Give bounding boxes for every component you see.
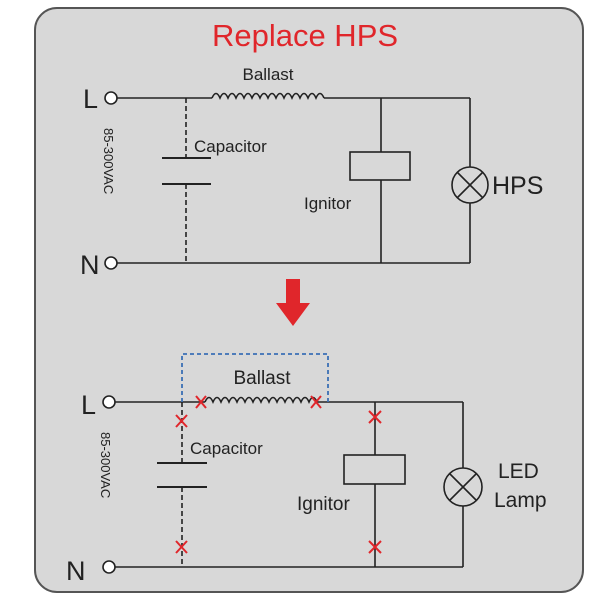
ballast-bypass-wire [181,353,329,402]
ballast-coil-top [211,92,325,100]
ignitor-box-top [349,151,411,181]
capacitor-label-bottom: Capacitor [190,439,263,458]
led-lamp-cross-2 [449,473,477,501]
x-mark-icon [310,395,322,409]
terminal-l-top [104,91,118,105]
terminal-l-bottom [102,395,116,409]
x-mark-group [175,395,382,554]
ignitor-label-top: Ignitor [304,194,352,213]
x-mark-icon [175,540,188,554]
terminal-n-bottom [102,560,116,574]
x-mark-icon [175,414,188,428]
top-circuit [104,91,489,270]
terminal-n-top [104,256,118,270]
terminal-n-top-label: N [80,250,100,280]
hps-lamp-cross-2 [456,171,484,199]
ballast-label-top: Ballast [242,65,293,84]
ignitor-label-bottom: Ignitor [297,494,350,515]
terminal-l-top-label: L [83,84,98,114]
diagram-title: Replace HPS [212,18,398,53]
ballast-label-bottom: Ballast [233,368,291,389]
capacitor-label-top: Capacitor [194,137,267,156]
ballast-coil-bottom [204,396,318,404]
x-mark-icon [195,395,207,409]
led-label-line1: LED [498,460,539,483]
led-label-line2: Lamp [494,489,547,512]
x-mark-icon [368,540,382,554]
voltage-label-top: 85-300VAC [101,128,116,194]
down-arrow-icon [276,279,310,326]
diagram-panel [34,7,584,593]
terminal-l-bottom-label: L [81,390,96,420]
voltage-label-bottom: 85-300VAC [98,432,113,498]
ignitor-box-bottom [343,454,406,485]
hps-label: HPS [492,172,543,200]
x-mark-icon [368,410,382,424]
bottom-circuit [102,395,483,574]
terminal-n-bottom-label: N [66,556,86,586]
